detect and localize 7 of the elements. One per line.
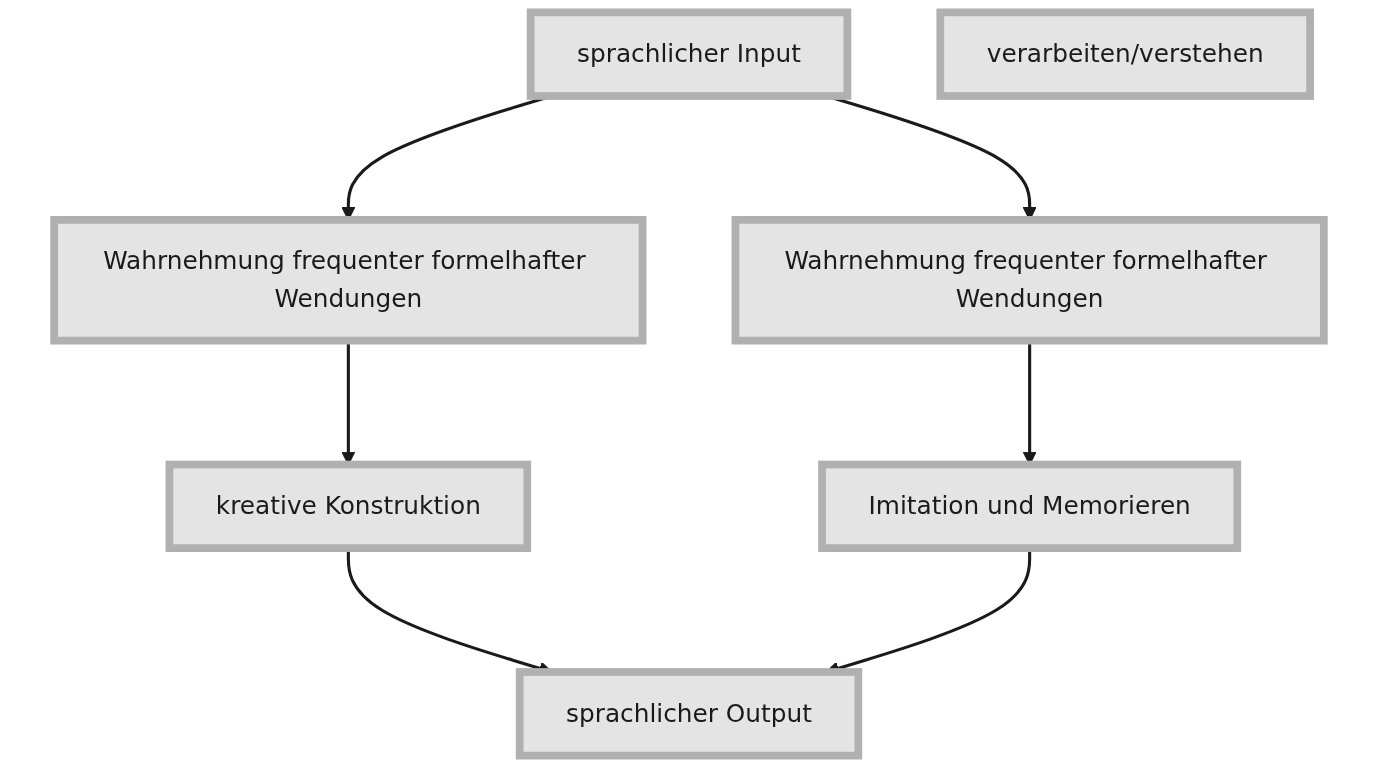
node-box: sprachlicher Output (515, 668, 863, 760)
node-box: Imitation und Memorieren (818, 460, 1242, 552)
node-box: Wahrnehmung frequenter formelhafter Wendungen (731, 216, 1328, 345)
node-box: kreative Konstruktion (165, 460, 532, 552)
node-box: verarbeiten/verstehen (936, 8, 1314, 100)
node-box: sprachlicher Input (526, 8, 852, 100)
node-box: Wahrnehmung frequenter formelhafter Wendungen (50, 216, 647, 345)
